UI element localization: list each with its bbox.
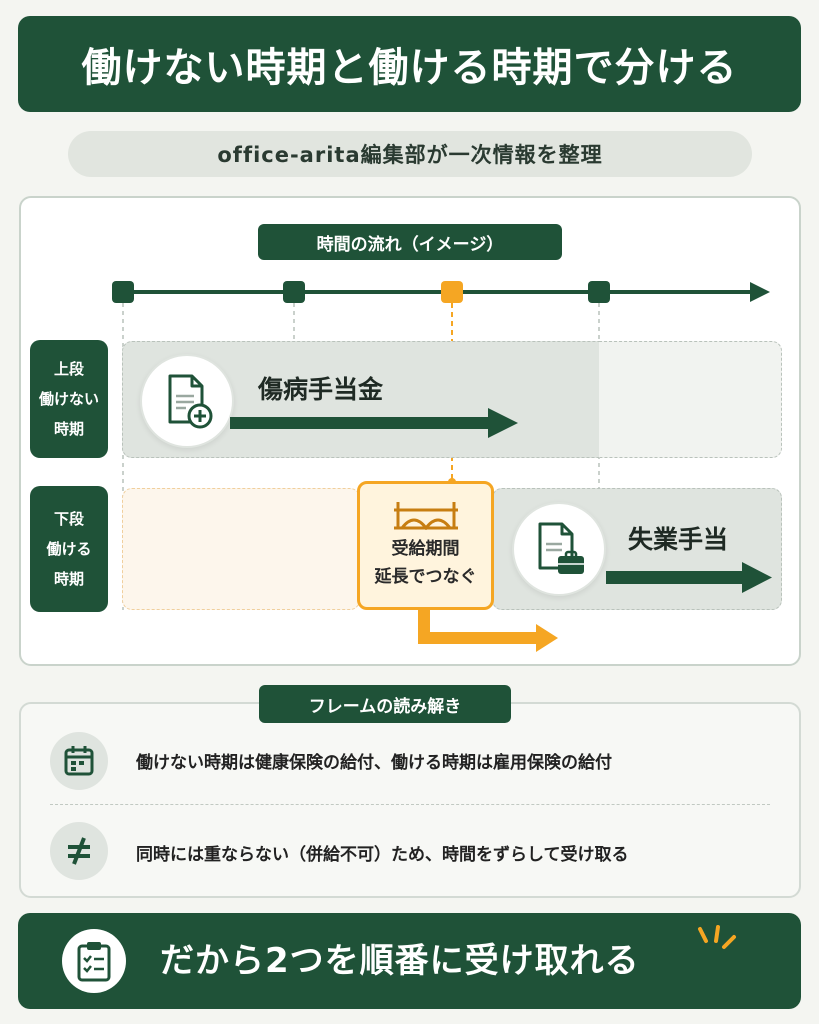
axis-arrowhead: [750, 282, 770, 302]
bridge-icon: [394, 502, 458, 530]
lower-row-label: 下段 働ける 時期: [30, 486, 108, 612]
frame-divider: [50, 804, 770, 805]
title-banner: 働けない時期と働ける時期で分ける: [18, 16, 801, 112]
job-document-icon: [512, 502, 606, 596]
not-equal-icon: [50, 822, 108, 880]
row-label-line: 時期: [53, 420, 84, 438]
frame-label: フレームの読み解き: [259, 685, 511, 723]
frame-item-text: 同時には重ならない（併給不可）ため、時間をずらして受け取る: [136, 845, 629, 865]
frame-item-text: 働けない時期は健康保険の給付、働ける時期は雇用保険の給付: [136, 753, 612, 773]
calendar-icon: [50, 732, 108, 790]
row-label-line: 時期: [53, 570, 84, 588]
bridge-arrow: [418, 608, 558, 652]
conclusion-text: だから2つを順番に受け取れる: [160, 941, 640, 981]
lower-benefit-name: 失業手当: [628, 525, 729, 554]
bridge-text-line2: 延長でつなぐ: [374, 567, 477, 587]
bridge-box: 受給期間 延長でつなぐ: [357, 481, 494, 610]
clipboard-check-icon: [62, 929, 126, 993]
upper-row-label: 上段 働けない 時期: [30, 340, 108, 458]
upper-empty-band: [599, 341, 782, 458]
conclusion-banner: [18, 913, 801, 1009]
timeline-marker-accent: [441, 281, 463, 303]
frame-panel: [19, 702, 801, 898]
sparkle-icon: [698, 925, 736, 949]
row-label-line: 上段: [53, 360, 84, 378]
timeline-marker: [588, 281, 610, 303]
page-title: 働けない時期と働ける時期で分ける: [81, 45, 738, 91]
lower-empty-band: [122, 488, 360, 610]
subtitle-pill: office-arita編集部が一次情報を整理: [68, 131, 752, 177]
timeline-axis: [112, 281, 770, 610]
row-label-line: 働ける: [46, 540, 92, 558]
upper-benefit-arrow: [230, 408, 518, 438]
row-label-line: 働けない: [38, 390, 99, 408]
medical-document-icon: [140, 354, 234, 448]
timeline-label: 時間の流れ（イメージ）: [258, 224, 562, 260]
upper-benefit-name: 傷病手当金: [258, 375, 384, 404]
bridge-text-line1: 受給期間: [391, 539, 460, 559]
subtitle-text: office-arita編集部が一次情報を整理: [217, 143, 603, 167]
timeline-marker: [112, 281, 134, 303]
lower-benefit-arrow: [606, 562, 772, 593]
row-label-line: 下段: [53, 510, 84, 528]
timeline-marker: [283, 281, 305, 303]
